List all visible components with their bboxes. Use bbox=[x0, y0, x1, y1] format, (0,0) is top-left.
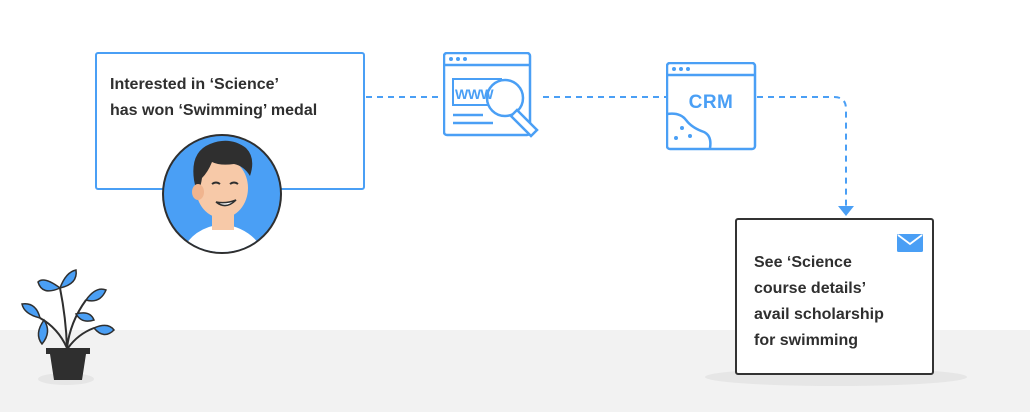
potted-plant-illustration bbox=[21, 269, 115, 380]
interest-card-text: Interested in ‘Science’ has won ‘Swimmin… bbox=[110, 72, 317, 124]
student-avatar bbox=[162, 134, 282, 254]
email-card-text: See ‘Science course details’ avail schol… bbox=[754, 250, 884, 354]
website-search-icon: WWW bbox=[442, 51, 543, 147]
connector-crm-to-email bbox=[757, 96, 847, 206]
email-line-3: avail scholarship bbox=[754, 306, 884, 323]
email-line-4: for swimming bbox=[754, 332, 859, 349]
interest-line-2: has won ‘Swimming’ medal bbox=[110, 102, 318, 119]
email-line-2: course details’ bbox=[754, 280, 867, 297]
email-line-1: See ‘Science bbox=[754, 254, 852, 271]
envelope-icon bbox=[897, 234, 923, 252]
crm-window-icon: CRM bbox=[665, 61, 758, 157]
arrow-head-icon bbox=[838, 206, 854, 216]
website-label: WWW bbox=[455, 86, 494, 102]
interest-line-1: Interested in ‘Science’ bbox=[110, 76, 279, 93]
email-card: See ‘Science course details’ avail schol… bbox=[735, 218, 934, 375]
crm-label: CRM bbox=[688, 92, 734, 113]
